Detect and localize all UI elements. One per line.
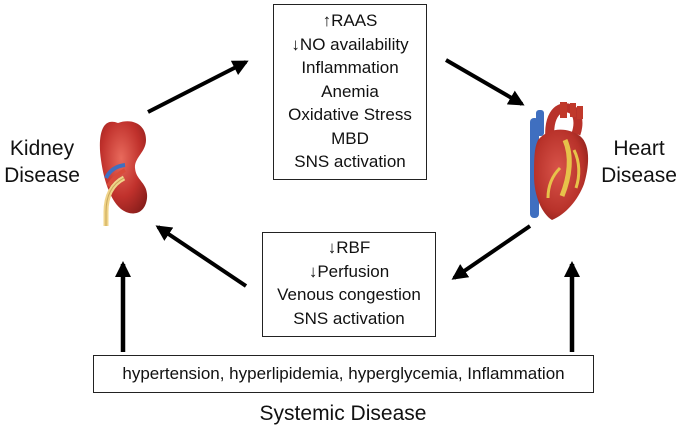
mechanism-item: Oxidative Stress: [288, 105, 412, 124]
arrow-heart-to-middle-box: [451, 224, 532, 280]
mechanism-item: SNS activation: [293, 308, 405, 328]
systemic-factors-text: hypertension, hyperlipidemia, hyperglyce…: [122, 364, 565, 383]
heart-icon: [530, 102, 589, 220]
heart-label-line-2: Disease: [601, 164, 677, 187]
mechanism-item: MBD: [331, 128, 369, 148]
mechanism-item: ↑RAAS: [322, 11, 378, 30]
kidney-icon: [99, 121, 148, 226]
kidney-disease-label: Kidney Disease: [0, 135, 84, 189]
mechanism-item: ↓NO availability: [291, 34, 409, 54]
mechanism-item: Inflammation: [301, 58, 399, 77]
heart-to-kidney-mechanisms-box: ↓RBF ↓Perfusion Venous congestion SNS ac…: [262, 232, 436, 337]
mechanism-item: ↓Perfusion: [308, 261, 390, 281]
mechanism-item: Venous congestion: [277, 285, 421, 304]
systemic-factors-box: hypertension, hyperlipidemia, hyperglyce…: [93, 355, 594, 393]
heart-disease-label: Heart Disease: [592, 135, 686, 189]
kidney-label-line-1: Kidney: [9, 137, 75, 160]
arrow-middle-box-to-kidney: [155, 225, 248, 288]
kidney-label-line-2: Disease: [4, 164, 80, 187]
arrow-top-box-to-heart: [444, 58, 525, 106]
mechanism-item: Anemia: [321, 81, 379, 101]
arrow-kidney-to-top-box: [147, 60, 249, 114]
systemic-disease-label: Systemic Disease: [259, 402, 427, 425]
kidney-to-heart-mechanisms-box: ↑RAAS ↓NO availability Inflammation Anem…: [273, 4, 427, 180]
mechanism-item: SNS activation: [294, 152, 406, 171]
heart-label-line-1: Heart: [613, 137, 665, 160]
mechanism-item: ↓RBF: [327, 238, 371, 257]
